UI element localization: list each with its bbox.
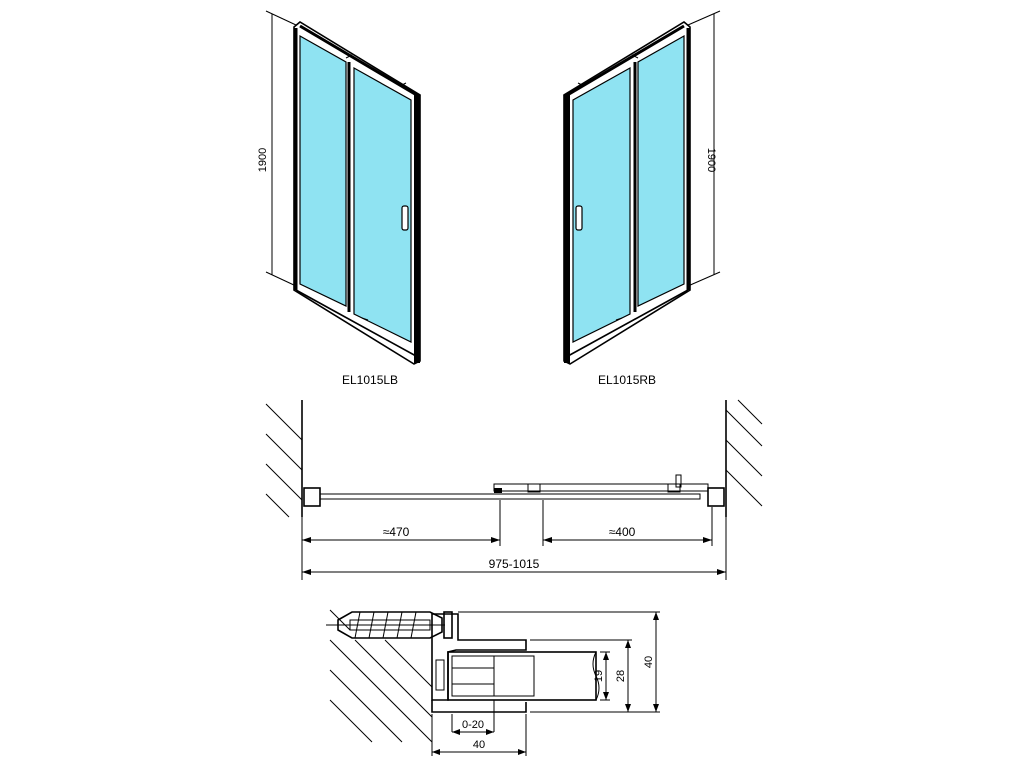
wall-hatch-detail (329, 609, 433, 743)
wall-hatch-left (265, 403, 303, 518)
dimension-adjust-range: 0-20 (462, 719, 484, 731)
dimension-28: 28 (615, 670, 627, 682)
door-view-left: 1900 EL1015LB (257, 10, 421, 387)
dimension-40-depth: 40 (473, 739, 485, 751)
dimension-left-overlap: ≈470 (383, 525, 410, 539)
dimension-right-overlap: ≈400 (609, 525, 636, 539)
model-label-left: EL1015LB (342, 373, 398, 387)
height-label-left: 1900 (257, 148, 269, 172)
dimension-40-height: 40 (643, 656, 655, 668)
profile-detail: 19 28 40 0-20 40 (326, 609, 660, 756)
plan-view: ≈470 ≈400 975-1015 (265, 399, 763, 580)
wall-anchor (326, 611, 453, 639)
wall-hatch-right (725, 399, 763, 507)
dimension-total-width: 975-1015 (489, 557, 540, 571)
height-label-right: 1900 (705, 148, 717, 172)
model-label-right: EL1015RB (598, 373, 656, 387)
dimension-19: 19 (593, 670, 605, 682)
door-view-right: 1900 EL1015RB (563, 10, 721, 387)
